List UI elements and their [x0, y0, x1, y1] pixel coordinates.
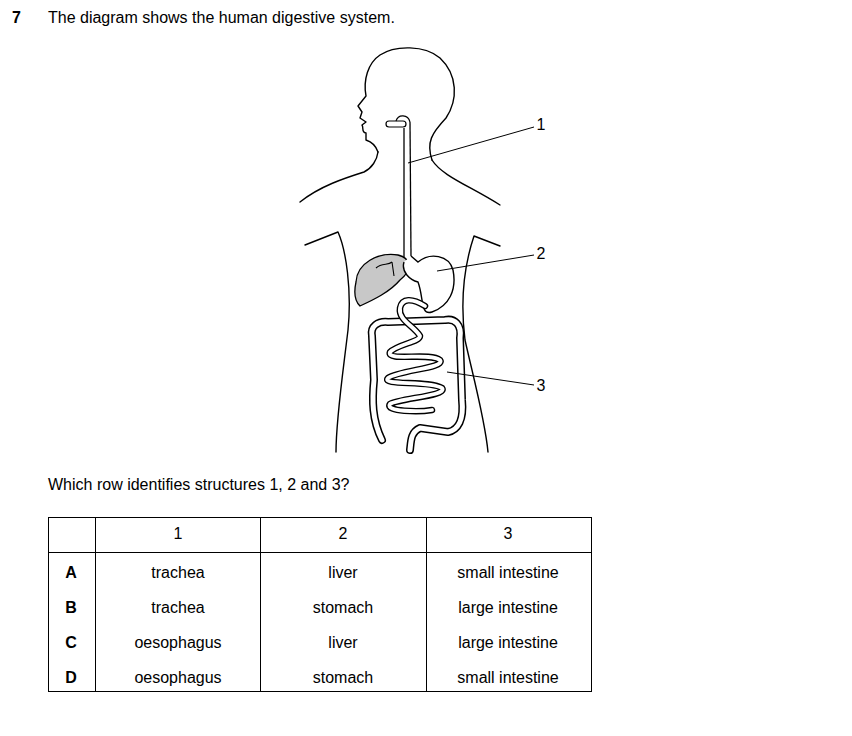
pharynx: [396, 116, 410, 122]
leader-lines: [408, 127, 534, 385]
table-rule: [49, 552, 592, 553]
table-cell: liver: [328, 563, 357, 582]
mouth-parts: [386, 116, 410, 127]
leader-line: [447, 372, 534, 385]
table-header: 1: [174, 524, 183, 543]
question-text: Which row identifies structures 1, 2 and…: [48, 475, 349, 494]
oesophagus-tube: [404, 122, 411, 262]
head-outline: [358, 48, 454, 160]
left-shoulder: [300, 152, 378, 202]
right-shoulder: [432, 160, 500, 205]
row-letter: D: [65, 668, 77, 687]
small-intestine: [387, 300, 442, 411]
oesophagus-wall: [410, 122, 411, 256]
row-letter: A: [65, 563, 77, 582]
table-cell: stomach: [313, 598, 373, 617]
table-cell: stomach: [313, 668, 373, 687]
tongue: [386, 121, 406, 127]
question-text: The diagram shows the human digestive sy…: [48, 8, 395, 27]
callout-number: 3: [537, 376, 546, 395]
table-header: 2: [339, 524, 348, 543]
table-cell: small intestine: [457, 563, 558, 582]
table-cell: oesophagus: [134, 633, 221, 652]
right-arm-torso: [463, 236, 500, 452]
question-number: 7: [12, 8, 21, 27]
answer-table-grid: [49, 518, 592, 692]
table-rule: [426, 518, 427, 692]
table-rule: [95, 518, 96, 692]
table-cell: trachea: [151, 598, 204, 617]
table-cell: liver: [328, 633, 357, 652]
row-letter: C: [65, 633, 77, 652]
table-header: 3: [504, 524, 513, 543]
table-cell: oesophagus: [134, 668, 221, 687]
table-cell: small intestine: [457, 668, 558, 687]
callout-number: 1: [537, 115, 546, 134]
gall-duct: [376, 262, 394, 276]
row-letter: B: [65, 598, 77, 617]
leader-line: [437, 255, 534, 271]
table-border: [49, 518, 592, 692]
stomach: [403, 256, 454, 313]
oesophagus-wall: [403, 128, 404, 262]
table-cell: large intestine: [458, 633, 558, 652]
leader-line: [408, 127, 534, 163]
callout-number: 2: [537, 244, 546, 263]
table-cell: trachea: [151, 563, 204, 582]
body-outline: [300, 48, 500, 452]
table-cell: large intestine: [458, 598, 558, 617]
liver: [355, 255, 409, 306]
left-arm-torso: [305, 232, 349, 452]
table-rule: [260, 518, 261, 692]
